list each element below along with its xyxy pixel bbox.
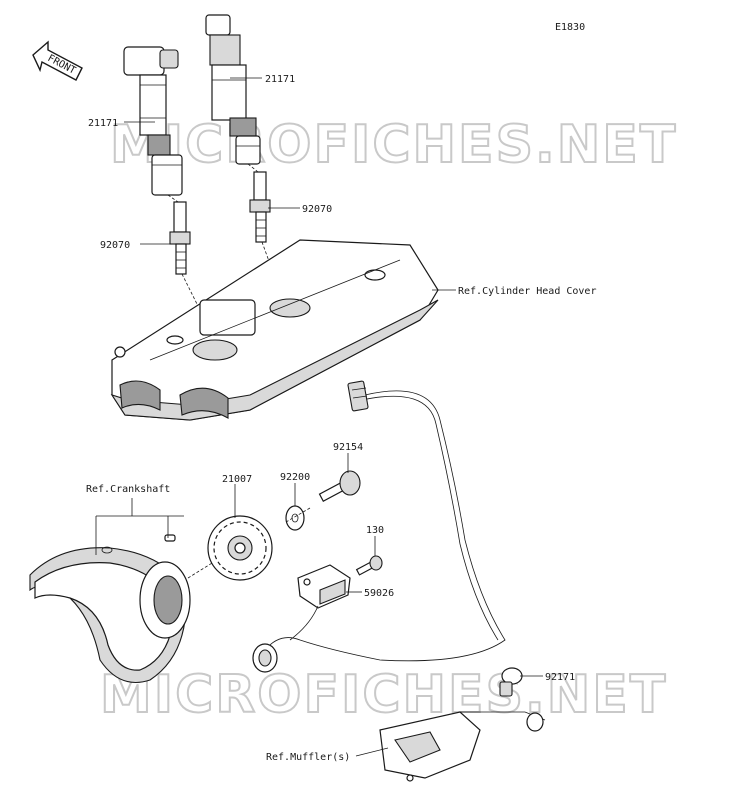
callout-washer: 92200: [280, 472, 310, 483]
callout-plug-left: 92070: [100, 240, 130, 251]
watermark-bottom: MICROFICHES.NET: [100, 665, 667, 725]
spark-plug-right[interactable]: [249, 171, 271, 243]
muffler-bracket[interactable]: [379, 711, 546, 782]
leader-lines: [95, 77, 543, 757]
bolt-large[interactable]: [285, 470, 361, 523]
wire-grommet[interactable]: [252, 643, 278, 673]
callout-muffler: Ref.Muffler(s): [266, 752, 350, 763]
callout-bolt-large: 92154: [333, 442, 363, 453]
timing-rotor[interactable]: [207, 515, 273, 581]
spark-plug-left[interactable]: [169, 201, 191, 275]
callout-crankshaft: Ref.Crankshaft: [86, 484, 170, 495]
callout-coil-left: 21171: [88, 118, 118, 129]
cylinder-head-cover[interactable]: [110, 239, 439, 421]
ignition-coil-left[interactable]: [123, 46, 183, 196]
callout-sensor: 59026: [364, 588, 394, 599]
washer[interactable]: [285, 505, 305, 531]
watermark-top: MICROFICHES.NET: [110, 115, 677, 175]
callout-head-cover: Ref.Cylinder Head Cover: [458, 286, 596, 297]
front-arrow-icon: FRONT: [32, 40, 83, 81]
callout-bolt-small: 130: [366, 525, 384, 536]
callout-plug-right: 92070: [302, 204, 332, 215]
callout-coil-right: 21171: [265, 74, 295, 85]
diagram-code: E1830: [555, 22, 585, 33]
crankshaft-sensor[interactable]: [297, 564, 351, 609]
sensor-wire: [264, 390, 506, 662]
wire-connector[interactable]: [347, 380, 369, 412]
ignition-coil-right[interactable]: [205, 14, 261, 165]
callout-rotor: 21007: [222, 474, 252, 485]
crankshaft-flywheel[interactable]: [29, 534, 226, 684]
callout-grommet: 92171: [545, 672, 575, 683]
bolt-small[interactable]: [355, 555, 383, 576]
